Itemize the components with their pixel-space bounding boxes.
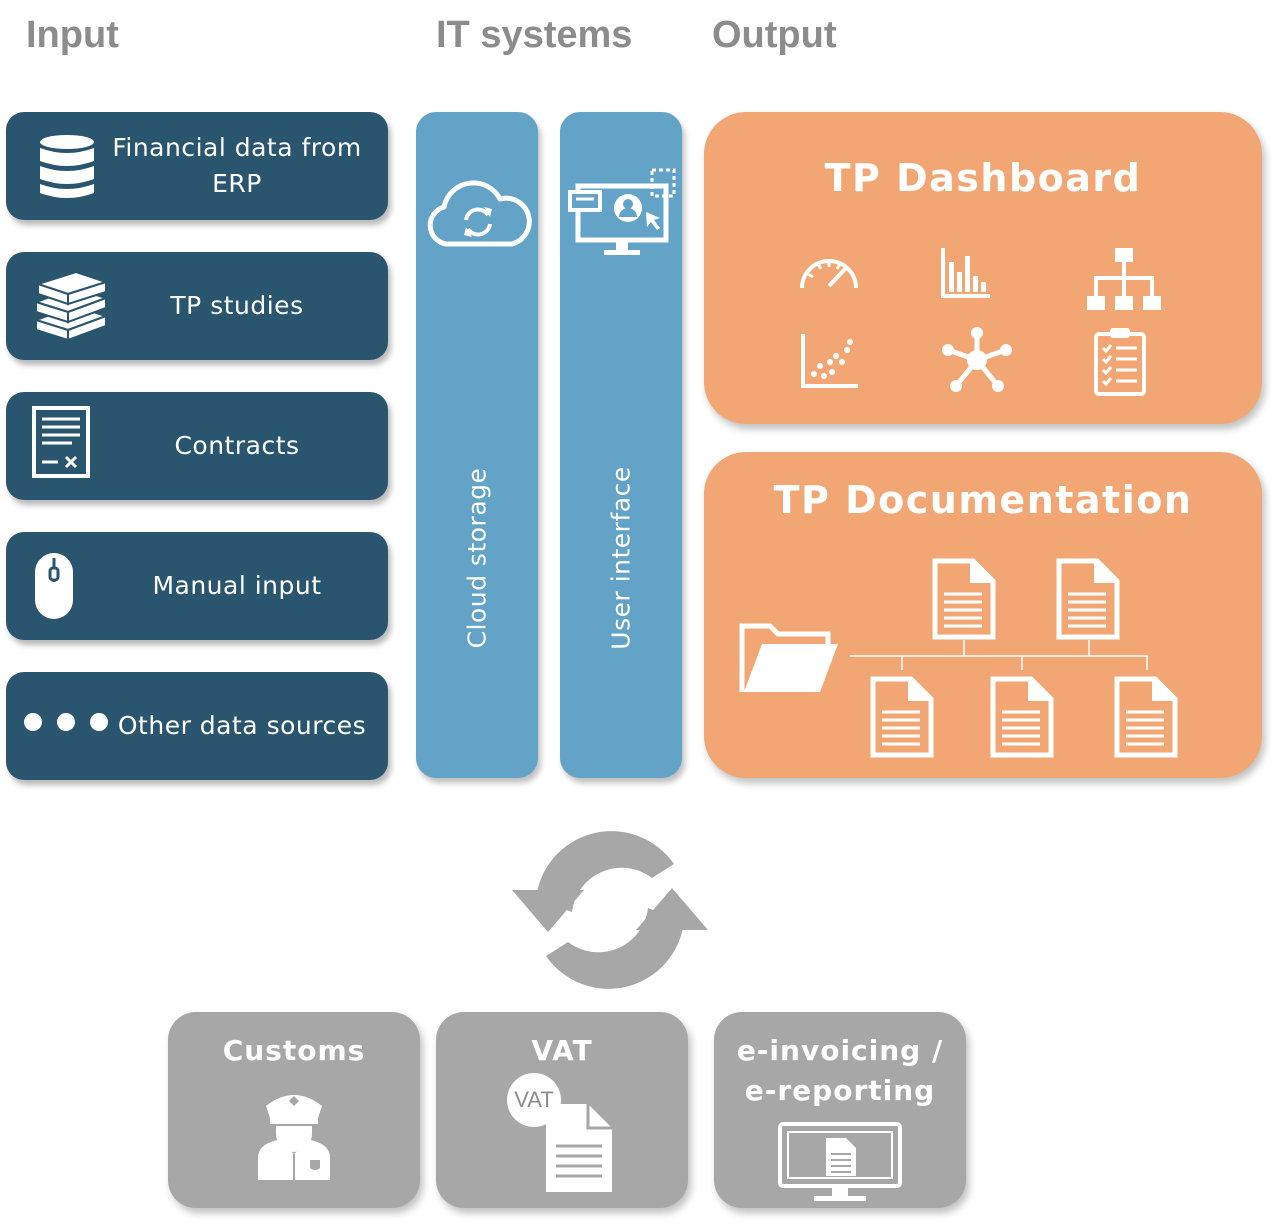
sync-arrows-icon [512, 831, 708, 989]
e-invoicing-label-line1: e-invoicing / [736, 1034, 944, 1067]
document-icon [990, 676, 1054, 758]
input-label-manual: Manual input [152, 571, 322, 600]
vat-label: VAT [531, 1034, 593, 1067]
e-invoicing-box: e-invoicing / e-reporting [714, 1012, 966, 1208]
vat-badge-circle [507, 1073, 561, 1127]
input-card-tp-studies: TP studies [6, 252, 388, 360]
input-label-tp-studies: TP studies [170, 291, 304, 320]
tp-dashboard-title: TP Dashboard [824, 156, 1142, 200]
document-icon [870, 676, 934, 758]
document-icon [932, 558, 996, 640]
database-icon [40, 135, 94, 198]
checklist-icon [1094, 328, 1146, 396]
org-chart-icon [1087, 248, 1161, 310]
customs-label: Customs [222, 1034, 366, 1067]
vat-badge: VAT [514, 1087, 554, 1112]
invoice-monitor-icon [778, 1122, 902, 1201]
output-header: Output [712, 14, 837, 56]
document-icon [1114, 676, 1178, 758]
customs-box: Customs [168, 1012, 420, 1208]
vat-document-icon [546, 1104, 612, 1192]
input-label-financial: Financial data from ERP [112, 133, 362, 198]
input-label-contracts: Contracts [174, 431, 300, 460]
tp-documentation-title: TP Documentation [773, 478, 1193, 522]
input-card-financial: Financial data from ERP [6, 112, 388, 220]
tp-documentation-box: TP Documentation [704, 452, 1262, 778]
input-card-contracts: Contracts [6, 392, 388, 500]
it-systems-header: IT systems [436, 14, 633, 56]
input-label-other: Other data sources [117, 711, 367, 740]
books-icon [32, 270, 110, 342]
cloud-storage-column: Cloud storage [416, 112, 538, 778]
bar-chart-icon [941, 248, 990, 298]
e-invoicing-label-line2: e-reporting [744, 1074, 936, 1107]
network-icon [942, 327, 1012, 392]
contract-icon [32, 406, 90, 478]
scatter-plot-icon [801, 334, 858, 388]
customs-officer-icon [258, 1095, 330, 1180]
monitor-ui-icon [568, 168, 676, 255]
document-tree-connector [850, 640, 1148, 670]
user-interface-label: User interface [606, 466, 636, 650]
folder-icon [739, 623, 838, 692]
cloud-storage-label: Cloud storage [462, 467, 492, 649]
gauge-icon [800, 259, 858, 289]
tp-dashboard-box: TP Dashboard [704, 112, 1262, 424]
document-icon [1056, 558, 1120, 640]
mouse-icon [35, 553, 73, 619]
input-header: Input [26, 14, 119, 56]
cloud-sync-icon [427, 180, 532, 247]
user-interface-column: User interface [560, 112, 682, 778]
vat-box: VAT VAT [436, 1012, 688, 1208]
input-card-manual: Manual input [6, 532, 388, 640]
dots-icon [24, 713, 108, 731]
input-card-other: Other data sources [6, 672, 388, 780]
